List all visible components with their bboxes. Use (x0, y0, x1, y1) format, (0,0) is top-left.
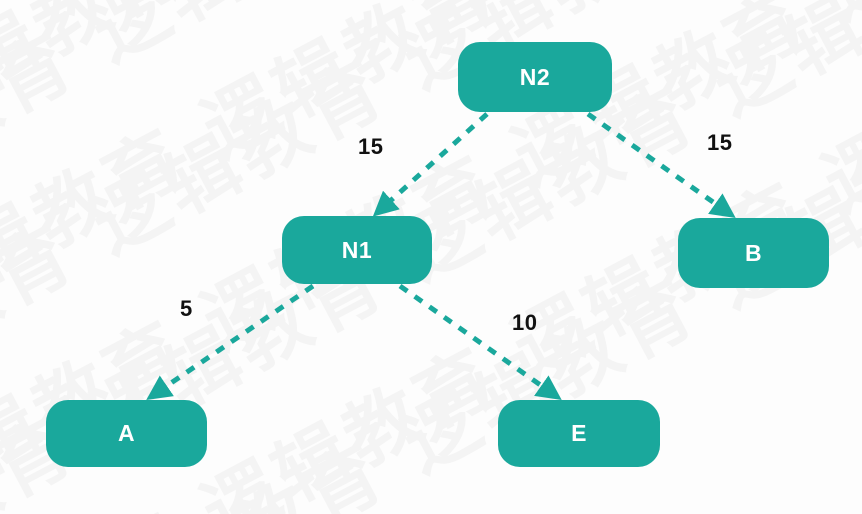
edge-weight-value: 5 (180, 296, 193, 321)
graph-node-label: A (117, 420, 136, 446)
edge-weight-value: 15 (358, 134, 384, 159)
edge-weight-value: 15 (707, 130, 733, 155)
graph-node-label: N2 (519, 63, 551, 90)
graph-node-a[interactable]: A (46, 400, 207, 467)
graph-edge-n1-e (398, 283, 562, 401)
graph-edge-n2-n1 (372, 112, 489, 217)
edge-weight-n1-e: 10 (512, 310, 537, 336)
graph-node-label: E (571, 420, 587, 446)
graph-node-label: N1 (341, 236, 373, 263)
graph-node-e[interactable]: E (498, 400, 660, 467)
edge-weight-value: 10 (512, 310, 538, 335)
graph-node-n2[interactable]: N2 (458, 42, 612, 112)
edge-weight-n2-n1: 15 (358, 134, 383, 160)
edge-weight-n1-a: 5 (180, 296, 193, 322)
graph-node-b[interactable]: B (678, 218, 829, 288)
graph-edge-n1-a (146, 283, 315, 400)
graph-edge-n2-b (586, 111, 736, 219)
edge-weight-n2-b: 15 (707, 130, 732, 156)
graph-node-label: B (744, 239, 763, 266)
graph-node-n1[interactable]: N1 (282, 216, 432, 284)
